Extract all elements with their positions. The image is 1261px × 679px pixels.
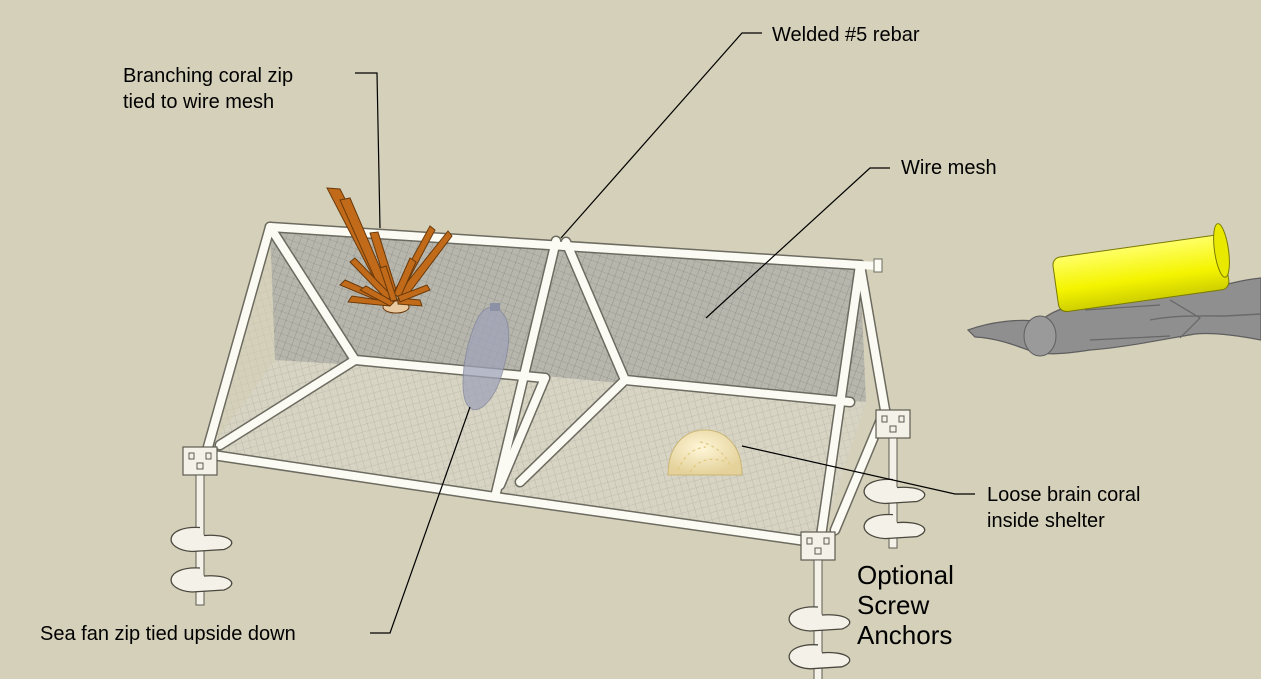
leader-lines <box>355 32 975 634</box>
label-wire-mesh: Wire mesh <box>901 155 997 181</box>
screw-anchors <box>170 409 926 679</box>
label-brain-coral-line-2: inside shelter <box>987 510 1105 532</box>
screw-anchor <box>170 446 233 606</box>
label-brain-coral-line-1: Loose brain coral <box>987 484 1141 506</box>
label-wire-mesh-text: Wire mesh <box>901 157 997 179</box>
screw-anchor <box>863 409 926 549</box>
diver-silhouette <box>966 223 1261 357</box>
label-screw-anchors-line-1: Optional <box>857 560 954 590</box>
label-branching-coral-line-2: tied to wire mesh <box>123 91 275 113</box>
label-welded-rebar: Welded #5 rebar <box>772 22 920 48</box>
label-branching-coral-line-1: Branching coral zip <box>123 65 294 87</box>
leader-rebar <box>560 32 762 239</box>
label-brain-coral: Loose brain coral inside shelter <box>987 482 1140 534</box>
leader-wire-mesh <box>705 167 890 319</box>
label-screw-anchors: Optional Screw Anchors <box>857 560 954 650</box>
label-sea-fan: Sea fan zip tied upside down <box>40 621 296 647</box>
leader-branching-coral <box>355 72 381 229</box>
brain-coral <box>667 429 743 476</box>
label-screw-anchors-line-2: Screw <box>857 590 930 620</box>
leader-brain-coral <box>741 445 975 495</box>
screw-anchor <box>788 531 851 679</box>
label-screw-anchors-line-3: Anchors <box>857 620 953 650</box>
label-welded-rebar-text: Welded #5 rebar <box>772 24 920 46</box>
leader-sea-fan <box>370 406 471 634</box>
branching-coral <box>326 187 453 314</box>
label-branching-coral: Branching coral zip tied to wire mesh <box>123 63 293 115</box>
label-sea-fan-text: Sea fan zip tied upside down <box>40 623 296 645</box>
